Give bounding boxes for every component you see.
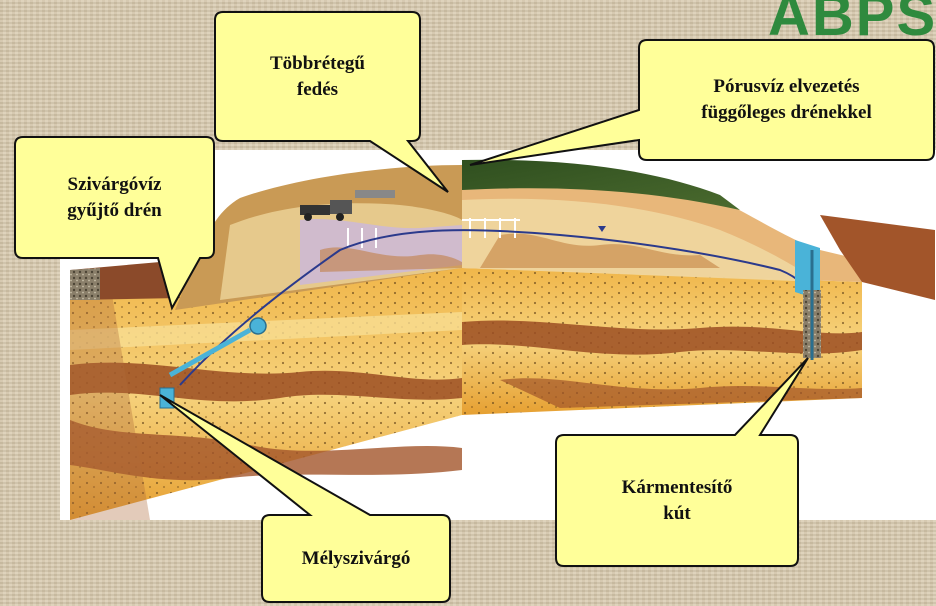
logo: ABPSE: [768, 0, 936, 44]
logo-text: ABPSE: [768, 0, 936, 44]
callout-bubble-porusviz: [470, 40, 934, 165]
gravel-strip: [70, 268, 100, 300]
